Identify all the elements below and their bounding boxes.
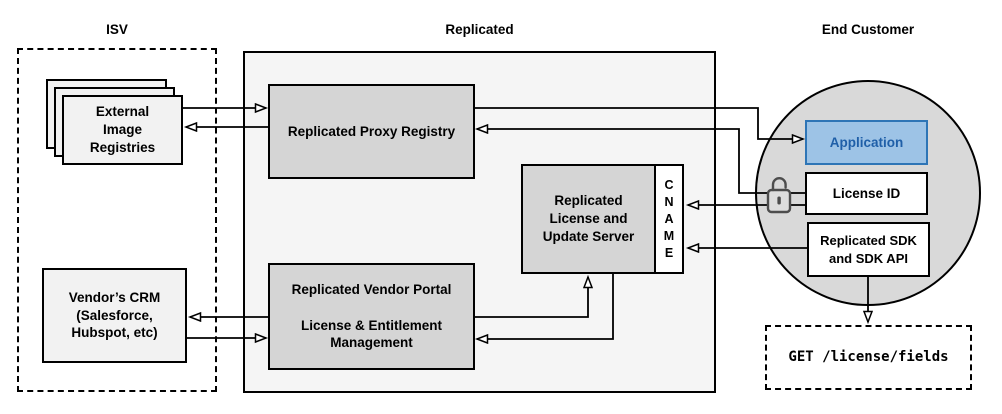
- application-label: Application: [829, 134, 904, 150]
- license-update-server-node: Replicated License and Update Server: [521, 164, 656, 274]
- cname-letter: A: [664, 211, 674, 226]
- cname-letter: M: [663, 228, 675, 243]
- cname-letter: N: [664, 194, 674, 209]
- license-id-label: License ID: [832, 185, 901, 201]
- replicated-proxy-registry-node: Replicated Proxy Registry: [268, 84, 475, 179]
- get-license-fields-label: GET /license/fields: [788, 349, 949, 366]
- vendor-portal-node: Replicated Vendor Portal License & Entit…: [268, 263, 475, 370]
- cname-letter: C: [664, 177, 674, 192]
- license-id-node: License ID: [805, 172, 928, 215]
- license-update-server-label: Replicated License and Update Server: [542, 193, 635, 244]
- vendor-portal-label: Replicated Vendor Portal License & Entit…: [291, 281, 452, 351]
- external-image-registries-label: External Image Registries: [89, 104, 156, 155]
- replicated-sdk-node: Replicated SDK and SDK API: [807, 222, 930, 277]
- external-image-registries-node: External Image Registries: [62, 95, 183, 165]
- end-customer-section-title: End Customer: [821, 22, 915, 37]
- cname-letter: E: [664, 245, 674, 260]
- replicated-sdk-label: Replicated SDK and SDK API: [820, 233, 917, 266]
- isv-section-title: ISV: [106, 22, 128, 37]
- application-node: Application: [805, 120, 928, 165]
- replicated-proxy-registry-label: Replicated Proxy Registry: [287, 123, 456, 139]
- cname-node: C N A M E: [654, 164, 684, 274]
- vendor-crm-label: Vendor’s CRM (Salesforce, Hubspot, etc): [68, 289, 161, 341]
- vendor-crm-node: Vendor’s CRM (Salesforce, Hubspot, etc): [42, 268, 187, 363]
- replicated-section-title: Replicated: [445, 22, 514, 37]
- get-license-fields-node: GET /license/fields: [765, 325, 972, 390]
